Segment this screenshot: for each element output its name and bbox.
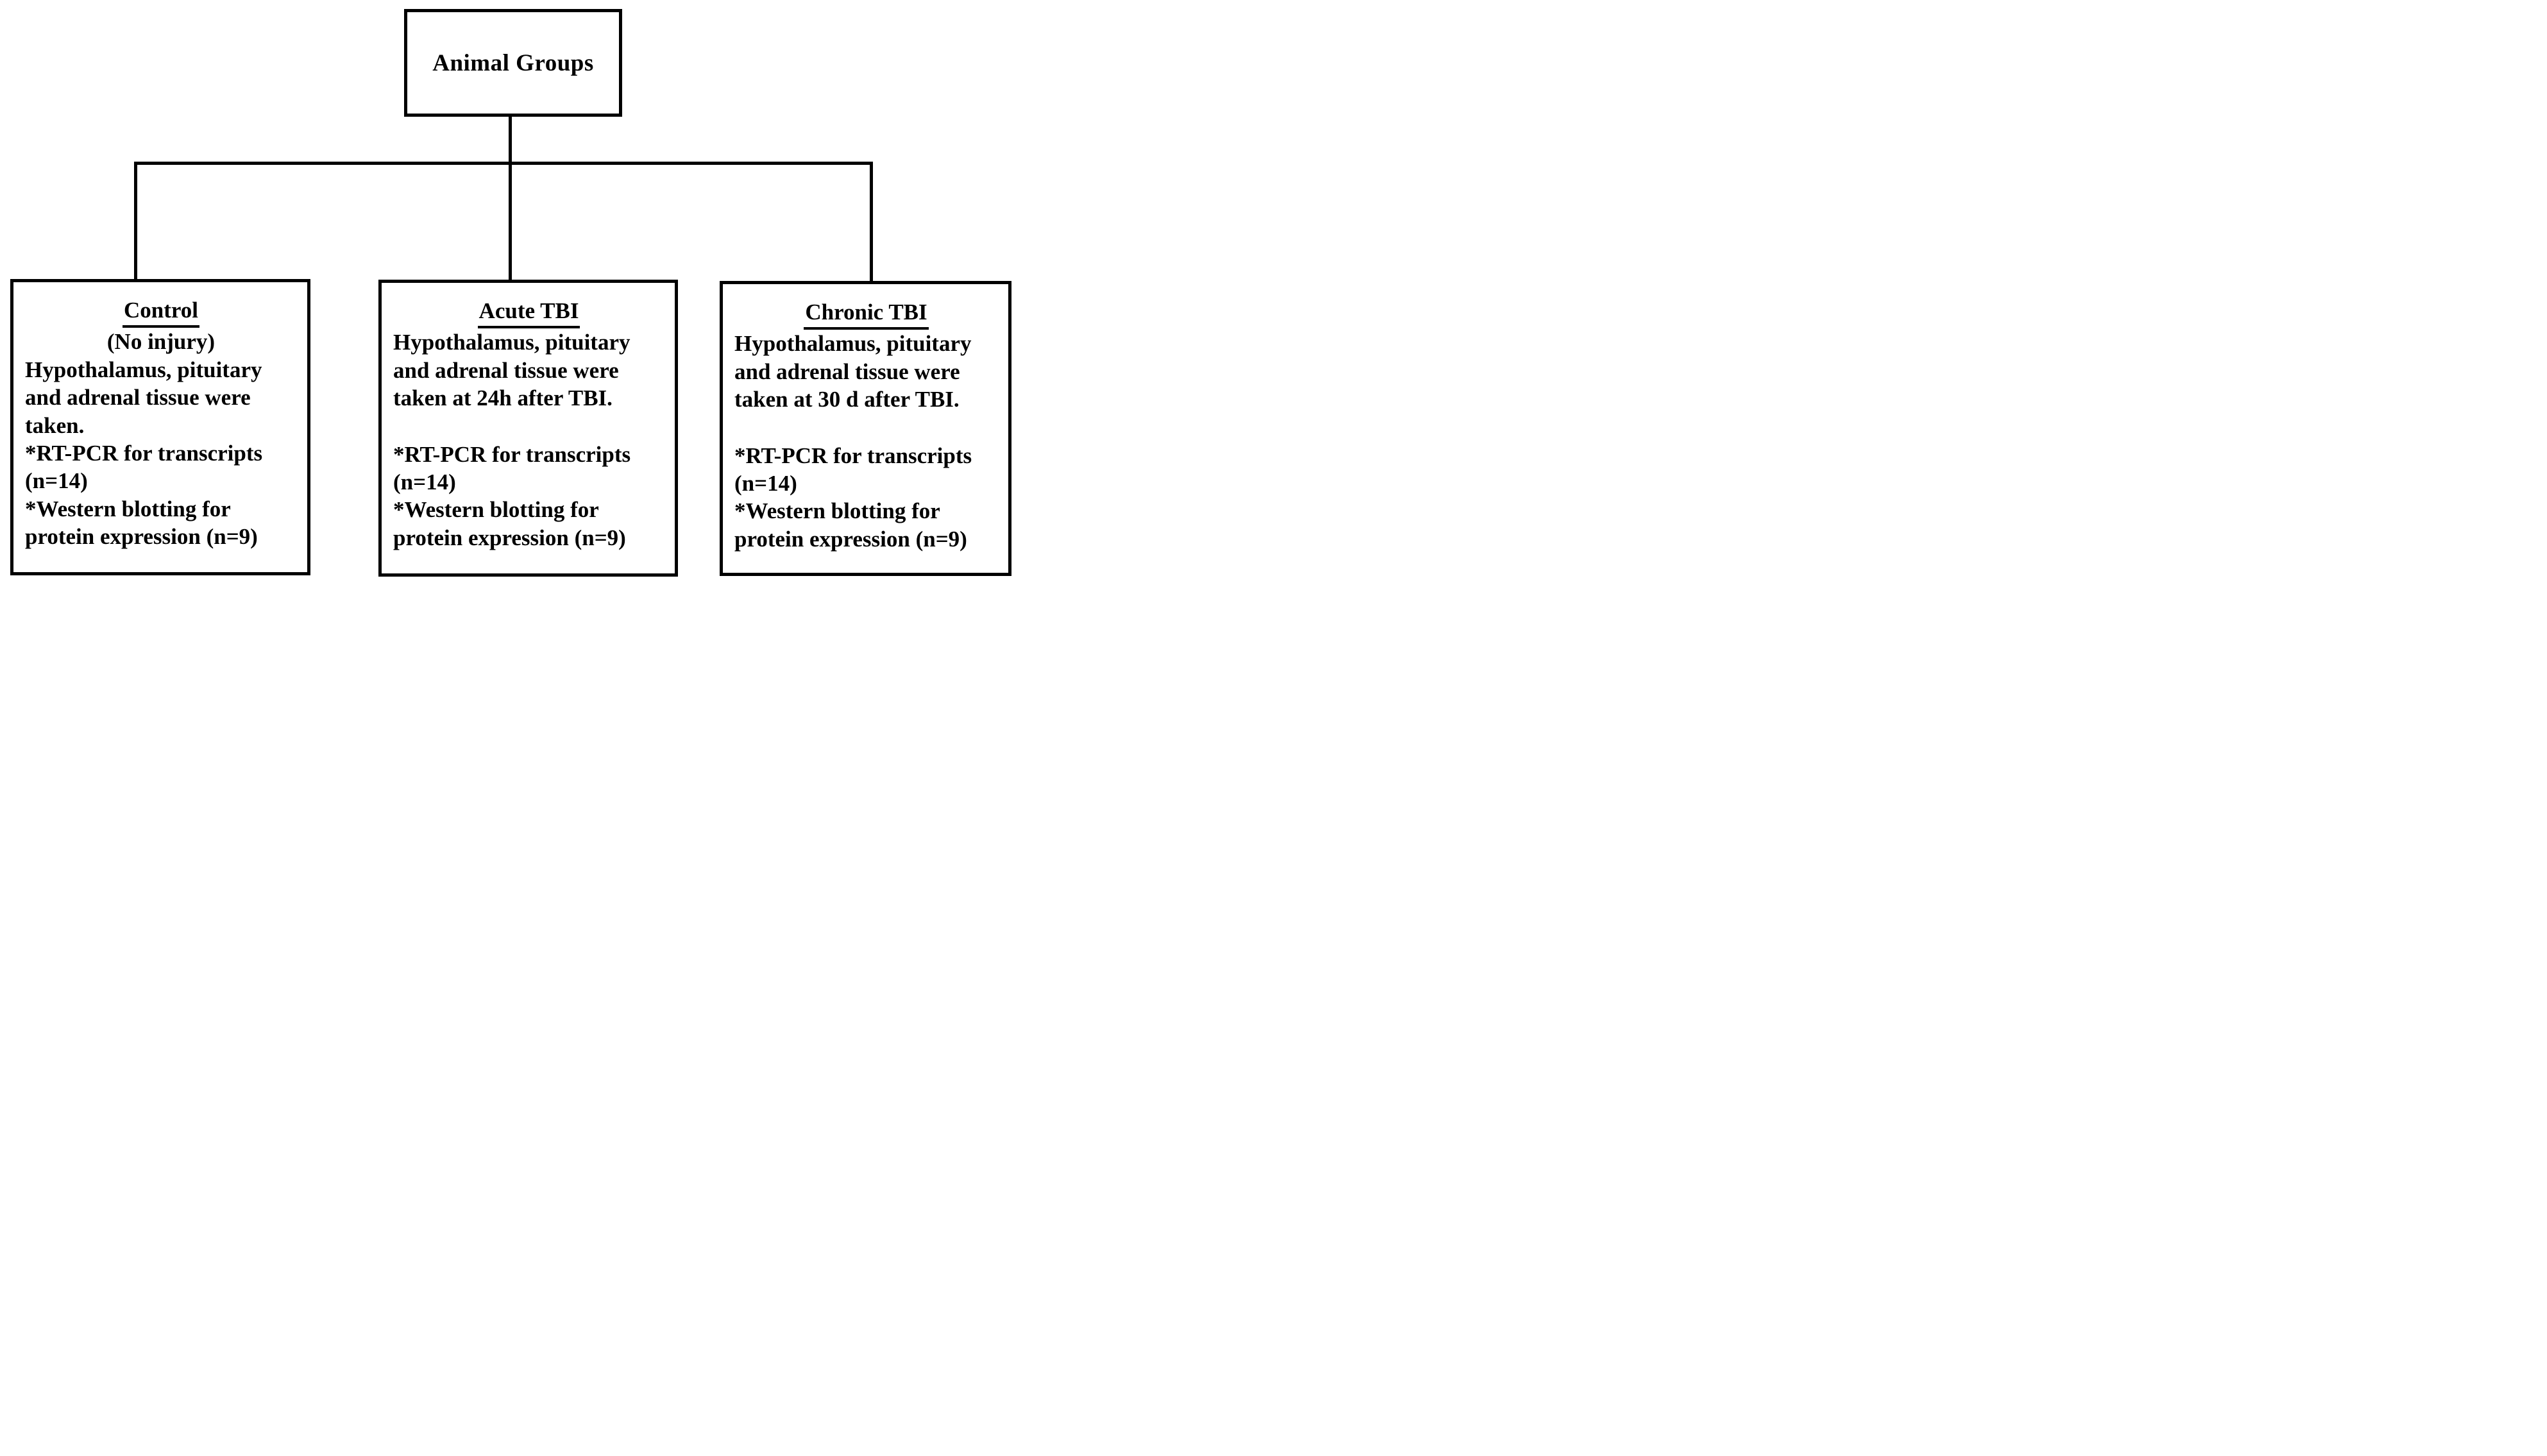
animal-groups-flowchart: Animal Groups Control (No injury) Hypoth…	[0, 0, 1019, 582]
connector-left-vertical	[134, 162, 137, 280]
chronic-tbi-methods: *RT-PCR for transcripts (n=14) *Western …	[734, 442, 998, 554]
control-heading: Control	[25, 296, 297, 328]
control-subtitle: (No injury)	[106, 329, 216, 355]
method-line: *RT-PCR for transcripts (n=14)	[25, 440, 263, 494]
acute-tbi-heading: Acute TBI	[393, 297, 664, 329]
acute-tbi-body: Hypothalamus, pituitary and adrenal tiss…	[393, 330, 630, 411]
control-title: Control	[122, 296, 200, 328]
chronic-tbi-box: Chronic TBI Hypothalamus, pituitary and …	[720, 281, 1011, 576]
acute-tbi-title: Acute TBI	[477, 297, 580, 329]
control-methods: *RT-PCR for transcripts (n=14) *Western …	[25, 439, 297, 551]
chronic-tbi-body: Hypothalamus, pituitary and adrenal tiss…	[734, 331, 972, 412]
control-box: Control (No injury) Hypothalamus, pituit…	[10, 279, 310, 575]
method-line: *RT-PCR for transcripts (n=14)	[393, 441, 631, 495]
chronic-tbi-title: Chronic TBI	[804, 298, 929, 330]
control-body: Hypothalamus, pituitary and adrenal tiss…	[25, 357, 262, 438]
method-line: *Western blotting for protein expression…	[734, 498, 967, 552]
animal-groups-box: Animal Groups	[404, 9, 622, 117]
connector-right-vertical	[870, 162, 873, 284]
acute-tbi-methods: *RT-PCR for transcripts (n=14) *Western …	[393, 441, 664, 552]
acute-tbi-box: Acute TBI Hypothalamus, pituitary and ad…	[378, 280, 678, 577]
chronic-tbi-heading: Chronic TBI	[734, 298, 998, 330]
animal-groups-label: Animal Groups	[432, 49, 594, 76]
method-line: *RT-PCR for transcripts (n=14)	[734, 443, 972, 496]
method-line: *Western blotting for protein expression…	[393, 497, 626, 550]
connector-branch-horizontal	[134, 162, 873, 165]
method-line: *Western blotting for protein expression…	[25, 496, 258, 550]
connector-trunk-vertical	[509, 115, 512, 280]
